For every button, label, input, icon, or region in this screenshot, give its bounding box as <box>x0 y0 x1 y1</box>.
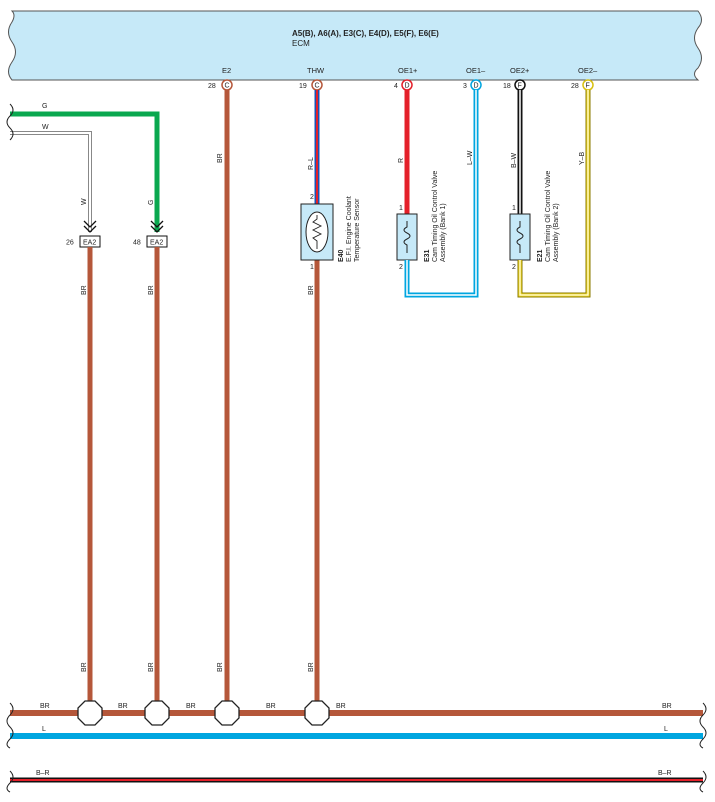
svg-text:EA2: EA2 <box>83 240 96 247</box>
svg-text:BR: BR <box>336 703 346 710</box>
pin-oe2p: 18 F <box>503 79 526 91</box>
wire-l-w: L–W <box>404 90 479 298</box>
label-g-down: G <box>148 200 155 205</box>
svg-text:2: 2 <box>310 194 314 201</box>
wire-break-left <box>6 103 14 141</box>
e21-name-line1: Cam Timing Oil Control Valve <box>545 171 552 262</box>
svg-text:L: L <box>42 726 46 733</box>
svg-text:BR: BR <box>118 703 128 710</box>
e40-sensor: 2 1 E40 E.F.I. Engine Coolant Temperatur… <box>300 194 361 271</box>
e21-code: E21 <box>537 249 544 262</box>
svg-text:L–W: L–W <box>467 150 474 165</box>
svg-text:BR: BR <box>266 703 276 710</box>
pin-e2: 28 C <box>208 79 233 91</box>
terminal-oe2m: OE2– <box>578 66 598 75</box>
svg-text:W: W <box>42 124 49 131</box>
ecm-box <box>8 10 702 81</box>
splice-point-3 <box>214 700 240 726</box>
svg-text:D: D <box>405 83 410 90</box>
e40-code: E40 <box>338 249 345 262</box>
wire-w-top: W <box>10 124 92 232</box>
wire-break-marks <box>6 702 707 793</box>
svg-text:18: 18 <box>503 83 511 90</box>
svg-text:26: 26 <box>66 240 74 247</box>
svg-text:C: C <box>315 83 320 90</box>
svg-text:BR: BR <box>662 703 672 710</box>
svg-text:4: 4 <box>394 83 398 90</box>
svg-text:F: F <box>518 83 522 90</box>
svg-text:C: C <box>225 83 230 90</box>
svg-text:28: 28 <box>208 83 216 90</box>
svg-text:28: 28 <box>571 83 579 90</box>
splice-point-4 <box>304 700 330 726</box>
e31-code: E31 <box>424 249 431 262</box>
svg-text:B–R: B–R <box>658 770 672 777</box>
label-br-e2-bottom: BR <box>217 662 224 672</box>
e40-name-line2: Temperature Sensor <box>354 198 361 262</box>
wire-b-w: B–W <box>511 90 523 214</box>
pin-oe1m: 3 D <box>463 79 482 91</box>
svg-text:2: 2 <box>399 264 403 271</box>
svg-text:48: 48 <box>133 240 141 247</box>
label-br-26: BR <box>81 285 88 295</box>
terminal-e2: E2 <box>222 66 231 75</box>
pin-thw: 19 C <box>299 79 323 91</box>
svg-text:3: 3 <box>463 83 467 90</box>
bus-l: L L <box>10 726 703 739</box>
pin-oe2m: 28 F <box>571 79 594 91</box>
e31-valve: 1 2 E31 Cam Timing Oil Control Valve Ass… <box>396 171 447 271</box>
e31-name-line1: Cam Timing Oil Control Valve <box>432 171 439 262</box>
terminal-oe1p: OE1+ <box>398 66 418 75</box>
splice-point-2 <box>144 700 170 726</box>
svg-text:B–R: B–R <box>36 770 50 777</box>
svg-text:L: L <box>664 726 668 733</box>
e21-name-line2: Assembly (Bank 2) <box>553 203 560 262</box>
svg-text:EA2: EA2 <box>150 240 163 247</box>
splice-point-1 <box>77 700 103 726</box>
bus-b-r: B–R B–R <box>10 770 703 783</box>
terminal-oe2p: OE2+ <box>510 66 530 75</box>
label-br-26-bottom: BR <box>81 662 88 672</box>
bus-br: BR BR BR BR BR BR <box>10 703 703 716</box>
ecm-connectors: A5(B), A6(A), E3(C), E4(D), E5(F), E6(E) <box>292 29 439 38</box>
label-br-e2: BR <box>217 153 224 163</box>
wire-r: R <box>398 90 410 214</box>
svg-text:G: G <box>42 103 47 110</box>
svg-text:Y–B: Y–B <box>579 151 586 165</box>
svg-text:BR: BR <box>40 703 50 710</box>
label-br-48-bottom: BR <box>148 662 155 672</box>
label-br-e40-bottom: BR <box>308 662 315 672</box>
e21-valve: 1 2 E21 Cam Timing Oil Control Valve Ass… <box>509 171 560 271</box>
svg-text:B–W: B–W <box>511 152 518 168</box>
svg-text:2: 2 <box>512 264 516 271</box>
label-br-e40: BR <box>308 285 315 295</box>
svg-text:D: D <box>474 83 479 90</box>
label-w-down: W <box>81 198 88 205</box>
svg-text:1: 1 <box>399 205 403 212</box>
svg-text:1: 1 <box>512 205 516 212</box>
wire-g-top: G <box>10 103 160 232</box>
label-br-48: BR <box>148 285 155 295</box>
svg-text:1: 1 <box>310 264 314 271</box>
ecm-name: ECM <box>292 39 310 48</box>
wire-y-b: Y–B <box>517 90 591 298</box>
wire-r-l: R–L <box>308 90 320 204</box>
ea2-connector-48: EA2 48 <box>133 220 168 248</box>
terminal-thw: THW <box>307 66 325 75</box>
svg-text:19: 19 <box>299 83 307 90</box>
svg-text:F: F <box>586 83 590 90</box>
ea2-connector-26: EA2 26 <box>66 220 101 248</box>
e31-name-line2: Assembly (Bank 1) <box>440 203 447 262</box>
e40-name-line1: E.F.I. Engine Coolant <box>346 196 353 262</box>
svg-text:BR: BR <box>186 703 196 710</box>
svg-text:R–L: R–L <box>308 157 315 170</box>
pin-oe1p: 4 D <box>394 79 413 91</box>
terminal-oe1m: OE1– <box>466 66 486 75</box>
svg-text:R: R <box>398 158 405 163</box>
